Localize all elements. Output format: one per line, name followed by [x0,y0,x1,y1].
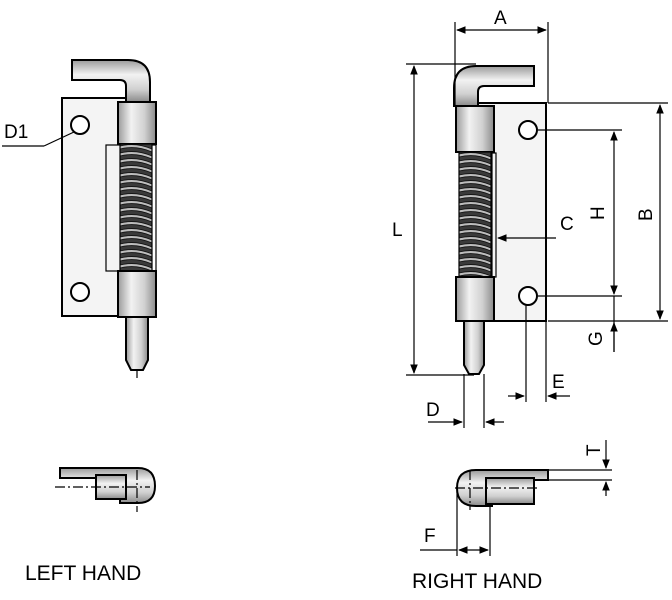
right-hole-top [518,120,538,140]
dim-e-label: E [552,372,565,393]
left-top-knuckle [117,101,157,145]
dim-t-label: T [584,444,605,456]
right-pin-handle [453,65,535,107]
left-hand-end-view: LEFT HAND [25,467,157,585]
dim-c-label: C [560,214,574,235]
right-top-knuckle [455,105,495,153]
left-pin-handle [71,59,151,103]
dim-a-label: A [494,8,507,29]
right-spring [458,151,492,280]
right-hand-caption: RIGHT HAND [412,570,542,593]
dim-d-label: D [426,400,440,421]
left-hand-caption: LEFT HAND [25,562,141,585]
right-pin-tip [463,320,485,375]
left-hole-bottom [70,282,90,302]
left-hole-top [70,115,90,135]
dim-l-label: L [392,220,403,241]
dim-b-label: B [636,208,657,221]
dim-f-label: F [424,526,436,547]
dim-g-label: G [586,331,607,346]
left-end-leaf [59,467,157,504]
right-hand-front-view [453,65,547,375]
left-hand-front-view: D1 [2,59,157,378]
left-spring [119,143,153,272]
right-hand-end-view: T F RIGHT HAND [412,440,612,593]
right-hole-bottom [518,286,538,306]
dim-h-label: H [588,206,609,220]
right-bottom-knuckle [455,276,495,322]
left-bottom-knuckle [117,270,157,318]
left-pin-tip [125,316,149,371]
d1-label: D1 [4,122,28,143]
right-dimensions: A L B H G C E D [392,8,668,428]
